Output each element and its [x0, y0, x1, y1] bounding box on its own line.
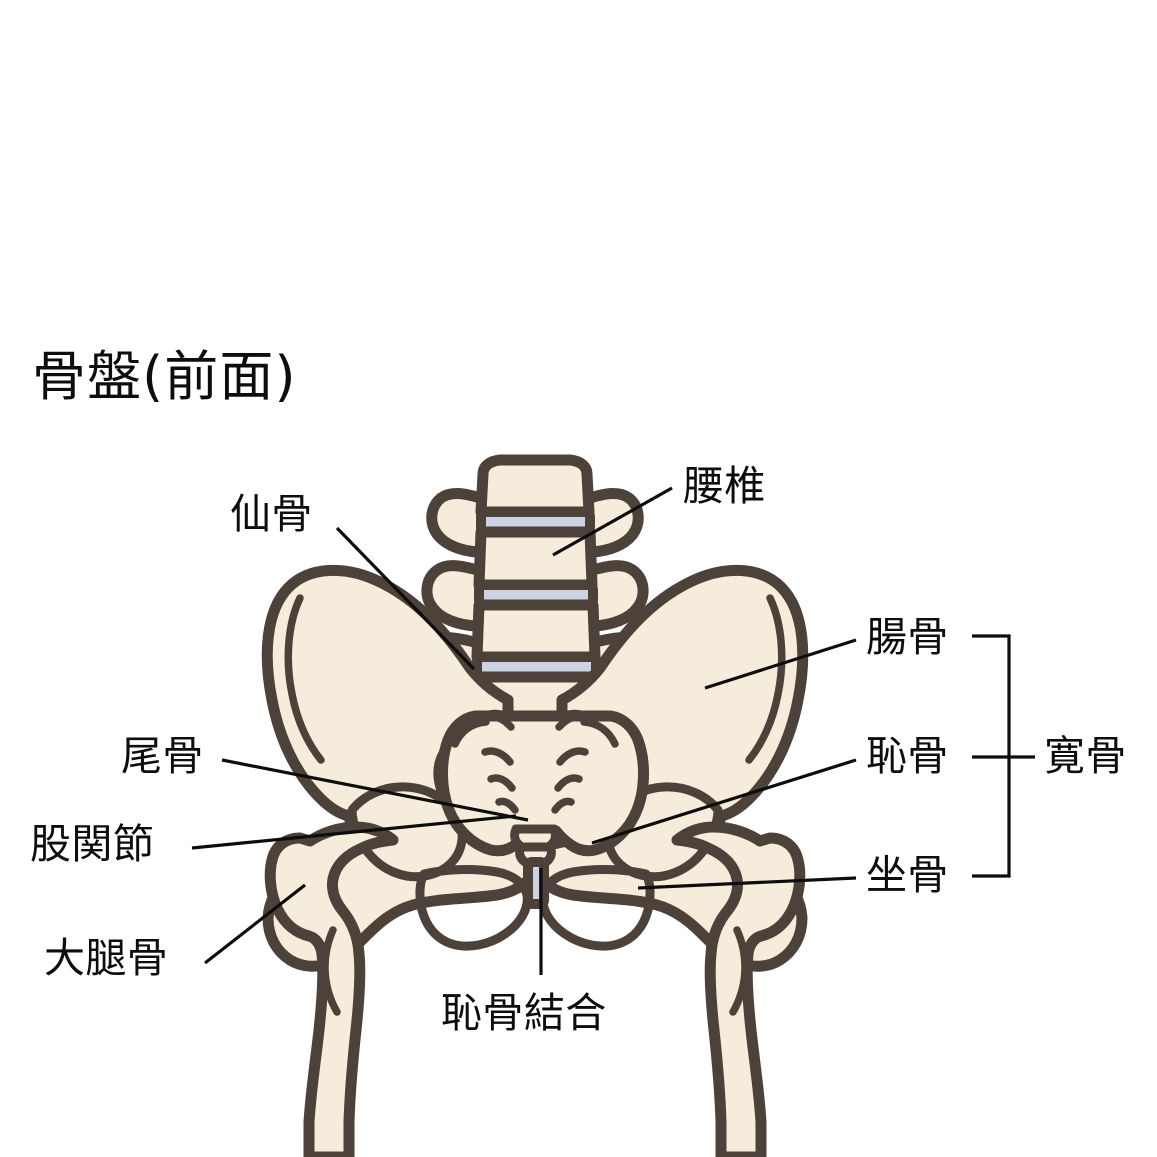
vertebra-body-l4 [473, 526, 598, 591]
label-lumbar-vertebrae: 腰椎 [683, 462, 766, 510]
label-pubic-symphysis: 恥骨結合 [441, 989, 607, 1037]
left-femur [264, 821, 399, 1157]
right-femur [671, 821, 806, 1157]
leader-hip-joint [191, 814, 517, 850]
leader-lines [191, 486, 1035, 975]
label-ilium: 腸骨 [866, 613, 949, 661]
vertebra-body-l3 [475, 454, 595, 518]
obturator-foramen-left [415, 865, 532, 951]
label-hip-joint: 股関節 [30, 820, 155, 868]
label-ischium: 坐骨 [866, 851, 949, 899]
page-title: 骨盤(前面) [32, 345, 297, 408]
leader-sacrum [335, 526, 476, 671]
label-hip-bone: 寛骨 [1044, 732, 1127, 780]
label-coccyx: 尾骨 [121, 732, 204, 780]
leader-femur [204, 883, 306, 965]
label-femur: 大腿骨 [44, 934, 169, 982]
label-sacrum: 仙骨 [230, 490, 313, 538]
vertebra-body-l5 [471, 599, 601, 663]
obturator-foramen-right [538, 865, 655, 951]
leader-coccyx [221, 758, 529, 822]
label-pubis: 恥骨 [866, 732, 949, 780]
leader-pubis [591, 758, 857, 845]
leader-ilium [704, 638, 857, 690]
leader-lumbar [552, 486, 673, 557]
leader-ischium [637, 876, 857, 890]
